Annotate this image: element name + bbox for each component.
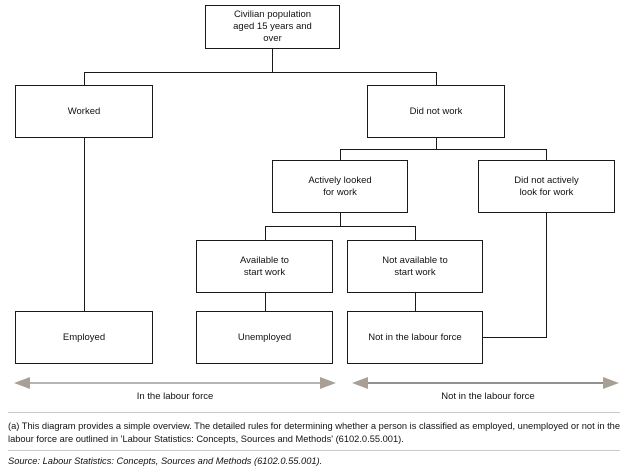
span-label-not-in-labour-force: Not in the labour force: [441, 391, 535, 402]
footnote-text: (a) This diagram provides a simple overv…: [8, 421, 621, 444]
labour-force-flowchart: Civilian population aged 15 years and ov…: [14, 5, 619, 402]
node-did-not-work[interactable]: Did not work: [367, 85, 505, 138]
connector-split-row2: [84, 72, 437, 73]
node-actively-looked-for-work[interactable]: Actively looked for work: [272, 160, 408, 213]
connector-actively-looked-down: [340, 212, 341, 226]
connector-to-worked: [84, 72, 85, 86]
node-employed[interactable]: Employed: [15, 311, 153, 364]
node-worked[interactable]: Worked: [15, 85, 153, 138]
connector-row3-split: [340, 149, 547, 150]
in-labour-force-arrow-head-left: [14, 377, 30, 389]
connector-elbow-to-nilf: [483, 337, 547, 338]
connector-row4-split: [265, 226, 416, 227]
connector-did-not-actively-look-down: [546, 212, 547, 338]
not-in-labour-force-arrow-head-right: [603, 377, 619, 389]
node-unemployed[interactable]: Unemployed: [196, 311, 333, 364]
connector-civilian-to-split: [272, 48, 273, 73]
connector-worked-to-employed: [84, 137, 85, 312]
span-label-in-labour-force: In the labour force: [136, 391, 214, 402]
node-did-not-actively-look-for-work[interactable]: Did not actively look for work: [478, 160, 615, 213]
node-available-to-start-work[interactable]: Available to start work: [196, 240, 333, 293]
not-in-labour-force-arrow-head-left: [352, 377, 368, 389]
in-labour-force-arrow-head-right: [320, 377, 336, 389]
footnote-divider: [8, 412, 620, 413]
connector-to-did-not-actively-look: [546, 149, 547, 161]
connector-to-actively-looked: [340, 149, 341, 161]
connector-not-available-to-nilf: [415, 292, 416, 312]
connector-to-did-not-work: [436, 72, 437, 86]
node-not-in-the-labour-force[interactable]: Not in the labour force: [347, 311, 483, 364]
source-text: Source: Labour Statistics: Concepts, Sou…: [8, 456, 323, 466]
connector-did-not-work-down: [436, 137, 437, 150]
node-civilian-population[interactable]: Civilian population aged 15 years and ov…: [205, 5, 340, 49]
source-divider: [8, 450, 620, 451]
connector-to-not-available: [415, 226, 416, 241]
connector-available-to-unemployed: [265, 292, 266, 312]
connector-to-available: [265, 226, 266, 241]
node-not-available-to-start-work[interactable]: Not available to start work: [347, 240, 483, 293]
